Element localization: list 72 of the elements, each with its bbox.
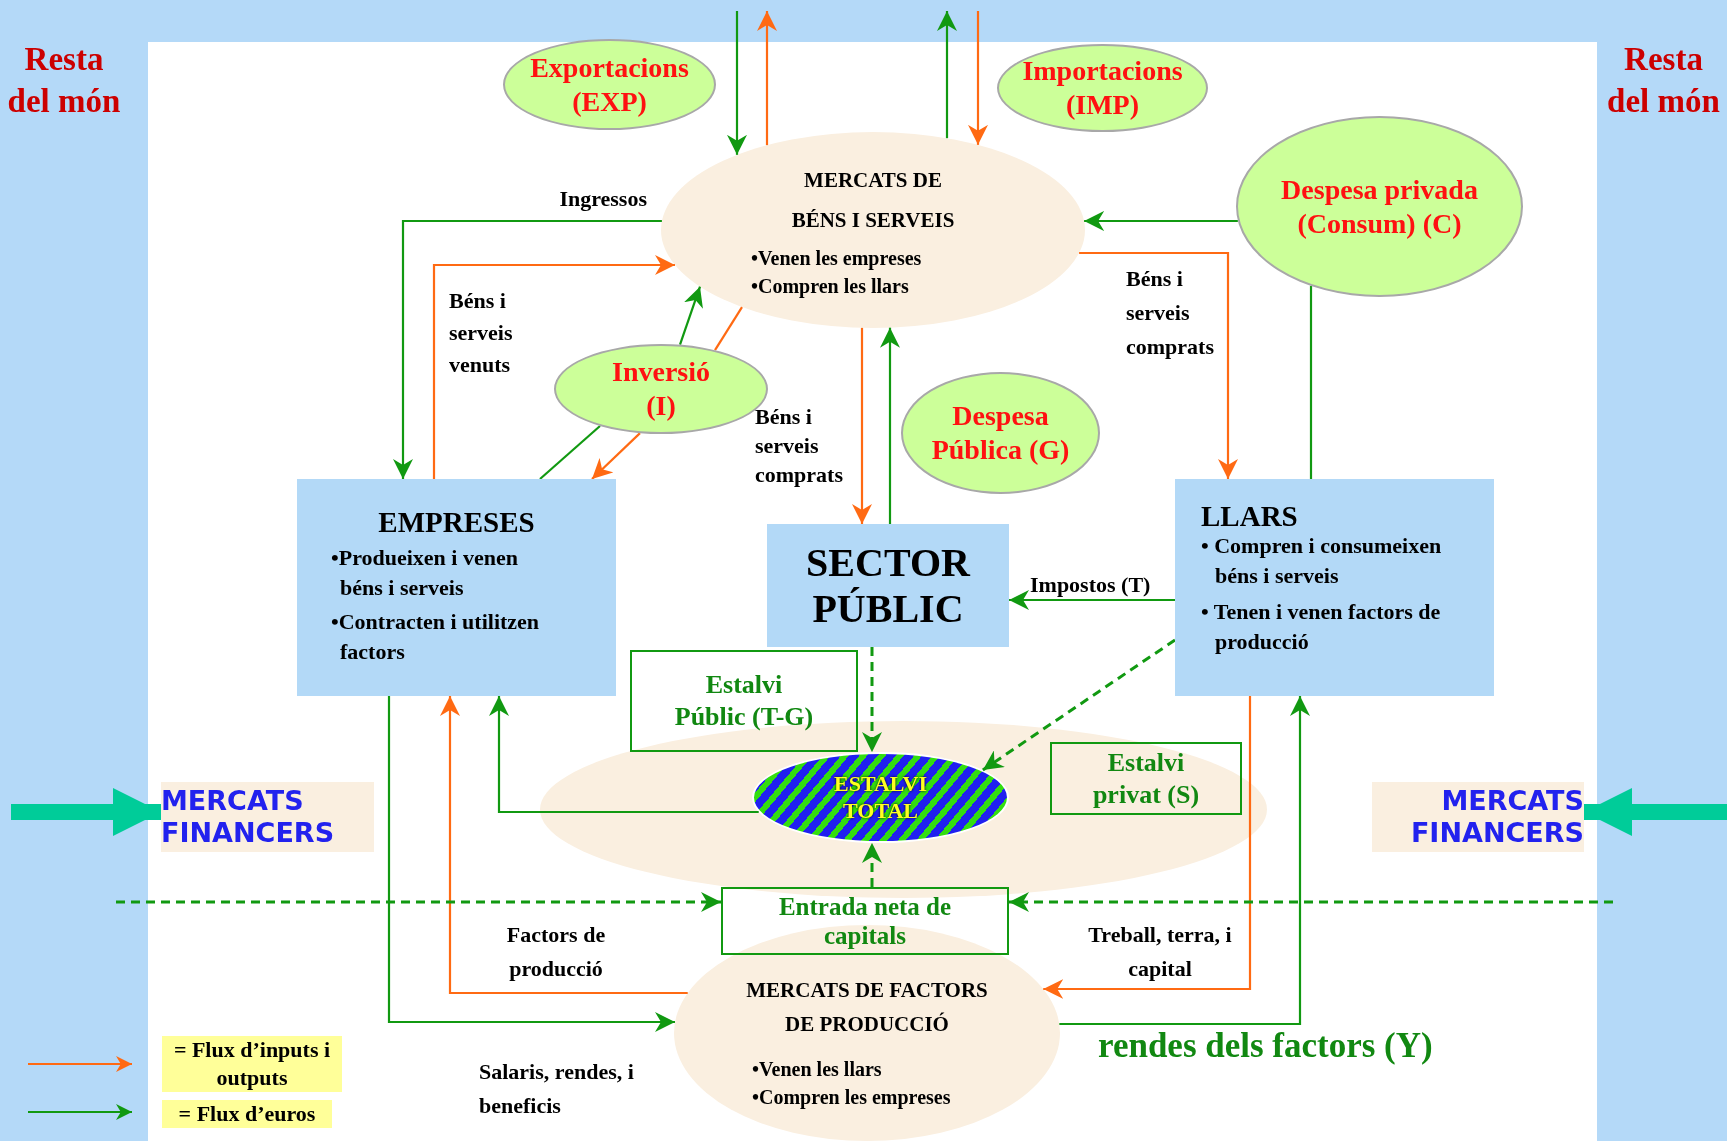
node-text: Inversió (I) [611, 355, 711, 423]
node-text: Entrada neta de capitals [777, 891, 953, 951]
node-text: Exportacions (EXP) [529, 50, 690, 119]
connector-line [539, 425, 601, 480]
bullet-text: • Compren i consumeixen béns i serveis [1201, 532, 1443, 590]
edge-label: Impostos (T) [1030, 571, 1152, 599]
savings-box [1050, 742, 1242, 815]
dashed-arrow [116, 892, 721, 912]
arrow [727, 11, 747, 155]
edge-label: Salaris, rendes, i beneficis [479, 1058, 635, 1120]
market-label-box [161, 782, 374, 852]
node-text: Despesa privada (Consum) (C) [1280, 172, 1479, 241]
arrow [1009, 590, 1175, 610]
arrow [757, 11, 777, 146]
sector-box [1175, 479, 1494, 696]
dashed-arrow [862, 842, 882, 887]
bullet-text: •Compren les empreses [752, 1085, 951, 1111]
edge-label: rendes dels factors (Y) [1098, 1025, 1434, 1067]
bullet-text: • Tenen i venen factors de producció [1201, 598, 1442, 656]
node-text: MERCATS FINANCERS [1409, 784, 1584, 850]
edge-label: Béns i serveis comprats [1126, 265, 1215, 361]
savings-box [630, 650, 858, 752]
thick-arrow [11, 788, 161, 836]
node-text: Importacions (IMP) [1021, 54, 1184, 122]
legend-text: = Flux d’euros [162, 1100, 332, 1128]
bullet-text: •Contracten i utilitzen factors [331, 608, 541, 666]
arrow [591, 432, 641, 480]
arrow [1043, 696, 1252, 999]
bullet-text: •Produeixen i venen béns i serveis [331, 544, 519, 602]
dashed-arrow [1009, 892, 1613, 912]
thick-arrow [1584, 788, 1727, 836]
sector-box [297, 479, 616, 696]
legend-text: = Flux d’inputs i outputs [162, 1036, 342, 1092]
region-label: Resta del món [6, 40, 122, 121]
arrow [489, 696, 759, 814]
arrow [1059, 696, 1310, 1026]
arrow [1079, 251, 1238, 479]
region-label: Resta del món [1606, 40, 1721, 121]
node-text: MERCATS FINANCERS [161, 784, 336, 850]
connector-line [714, 306, 743, 351]
edge-label: Béns i serveis comprats [755, 403, 844, 489]
dashed-arrow [982, 638, 1176, 772]
arrow [937, 11, 957, 139]
arrow [440, 696, 688, 995]
edge-label: Béns i serveis venuts [449, 287, 514, 379]
node-text: Despesa Pública (G) [930, 399, 1071, 467]
arrow [880, 327, 900, 524]
edge-label: Treball, terra, i capital [1087, 921, 1233, 983]
node-title: EMPRESES [378, 505, 535, 539]
connector-line [1309, 286, 1313, 479]
arrow [432, 255, 675, 479]
arrow [393, 219, 662, 479]
node-title: MERCATS DE FACTORS DE PRODUCCIÓ [745, 977, 989, 1038]
node-text: Estalvi privat (S) [1091, 746, 1201, 811]
arrow [852, 327, 872, 524]
market-label-box [1372, 782, 1584, 852]
sector-box [767, 524, 1009, 647]
bullet-text: •Venen les empreses [751, 246, 922, 272]
bullet-text: •Venen les llars [752, 1057, 882, 1082]
arrow [1084, 211, 1238, 231]
capital-inflow-box [721, 887, 1009, 955]
node-title: LLARS [1201, 501, 1298, 531]
edge-label: Ingressos [558, 185, 647, 213]
dashed-arrow [862, 647, 882, 753]
edge-label: Factors de producció [505, 921, 607, 983]
node-text: Estalvi Públic (T-G) [673, 669, 815, 733]
arrow [678, 286, 703, 346]
arrow [968, 11, 988, 145]
node-title: MERCATS DE BÉNS I SERVEIS [790, 167, 956, 234]
arrow [387, 696, 675, 1032]
node-text: SECTOR PÚBLIC [805, 539, 972, 632]
bullet-text: •Compren les llars [751, 274, 909, 300]
